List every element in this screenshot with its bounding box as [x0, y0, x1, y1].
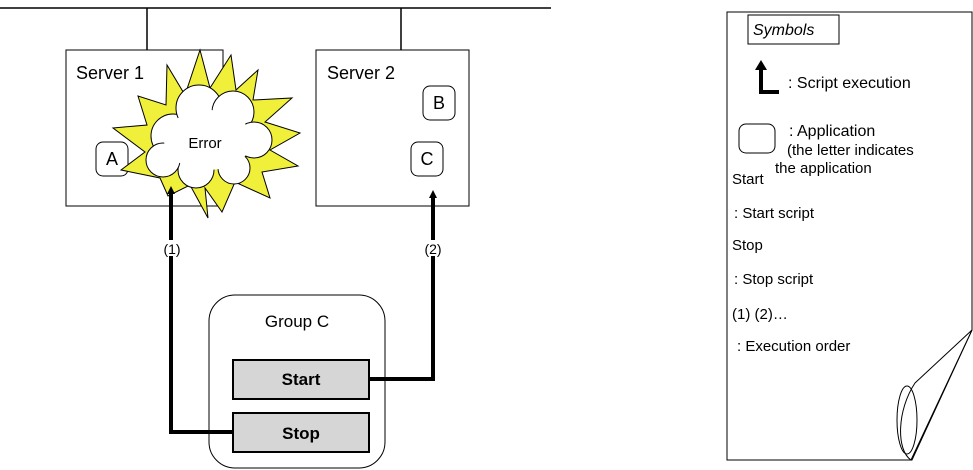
legend-stop-desc: : Stop script [734, 271, 814, 288]
error-burst: Error [111, 48, 302, 219]
application-c: C [410, 141, 444, 177]
legend-start-desc: : Start script [734, 205, 815, 222]
error-label: Error [188, 135, 221, 152]
application-a: A [95, 141, 129, 177]
application-b-label: B [433, 93, 445, 113]
legend-order-term: (1) (2)… [732, 306, 788, 323]
stop-script-label: Stop [282, 424, 320, 443]
page-curl-icon [896, 329, 973, 461]
legend-start-term: Start [732, 171, 765, 188]
legend-order-desc: : Execution order [737, 338, 850, 355]
legend-application-line3: the application [775, 160, 872, 177]
legend-title: Symbols [753, 22, 814, 39]
network-bus [0, 7, 551, 50]
application-icon [738, 123, 776, 154]
group-c: Group C Start Stop [208, 294, 386, 469]
legend-stop-term: Stop [732, 237, 763, 254]
server-2-box [315, 49, 470, 207]
group-c-label: Group C [265, 312, 329, 331]
server-1-label: Server 1 [76, 63, 144, 83]
application-b: B [422, 85, 456, 121]
start-script-label: Start [282, 370, 321, 389]
application-c-label: C [421, 149, 434, 169]
start-script-box: Start [232, 359, 370, 400]
legend-script-execution: : Script execution [788, 75, 911, 92]
script-execution-icon [759, 64, 779, 94]
order-label-2: (2) [424, 241, 441, 257]
legend-application-line2: (the letter indicates [787, 142, 914, 159]
server-2: Server 2 B C [315, 49, 470, 207]
order-label-1: (1) [163, 241, 180, 257]
server-2-label: Server 2 [327, 63, 395, 83]
legend-panel: Symbols : Script execution : Application… [726, 11, 973, 461]
application-a-label: A [106, 149, 118, 169]
stop-execution-arrow [167, 186, 233, 434]
execution-arrows: (1) (2) [160, 186, 445, 434]
stop-script-box: Stop [232, 412, 370, 453]
legend-application-line1: : Application [789, 123, 875, 140]
legend-title-box [747, 14, 840, 45]
